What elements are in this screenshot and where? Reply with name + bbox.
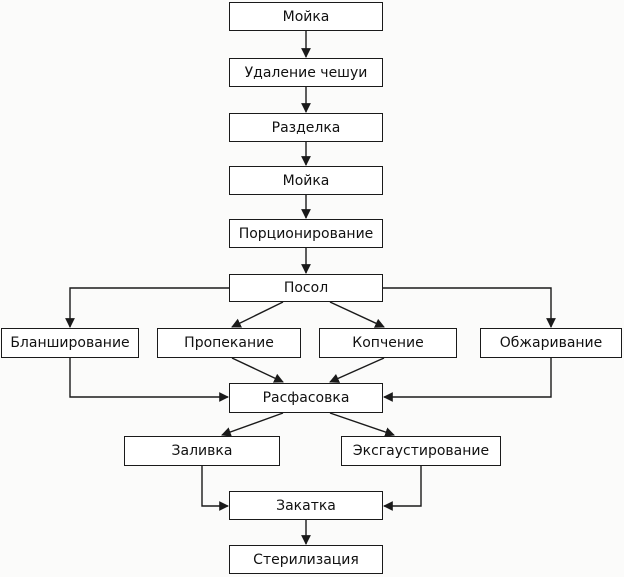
step-sealing: Закатка (229, 491, 383, 520)
step-portioning: Порционирование (229, 219, 383, 248)
arrow-frying-to-packing (383, 358, 552, 402)
step-blanching: Бланширование (1, 328, 139, 358)
arrow-salting-to-frying (383, 287, 556, 328)
arrow-blanching-to-packing (69, 358, 229, 402)
arrow-exhausting-to-sealing (383, 466, 422, 511)
step-scale-removal: Удаление чешуи (229, 58, 383, 87)
arrow-packing-to-exhausting (329, 412, 395, 437)
step-cutting: Разделка (229, 113, 383, 142)
step-smoking: Копчение (319, 328, 457, 358)
arrow-salting-to-smoking (329, 301, 385, 328)
step-salting: Посол (229, 274, 383, 302)
arrow-baking-to-packing (231, 357, 284, 383)
step-filling: Заливка (124, 436, 280, 466)
step-exhausting: Эксгаустирование (341, 436, 501, 466)
arrow-packing-to-filling (221, 412, 284, 437)
arrow-salting-to-baking (231, 301, 284, 328)
step-washing-second: Мойка (229, 166, 383, 195)
step-washing: Мойка (229, 2, 383, 31)
arrow-salting-to-blanching (65, 287, 229, 328)
step-packing: Расфасовка (229, 383, 383, 413)
step-sterilization: Стерилизация (229, 545, 383, 574)
step-frying: Обжаривание (480, 328, 622, 358)
arrow-filling-to-sealing (201, 466, 229, 511)
step-baking: Пропекание (157, 328, 301, 358)
arrow-smoking-to-packing (329, 357, 385, 383)
